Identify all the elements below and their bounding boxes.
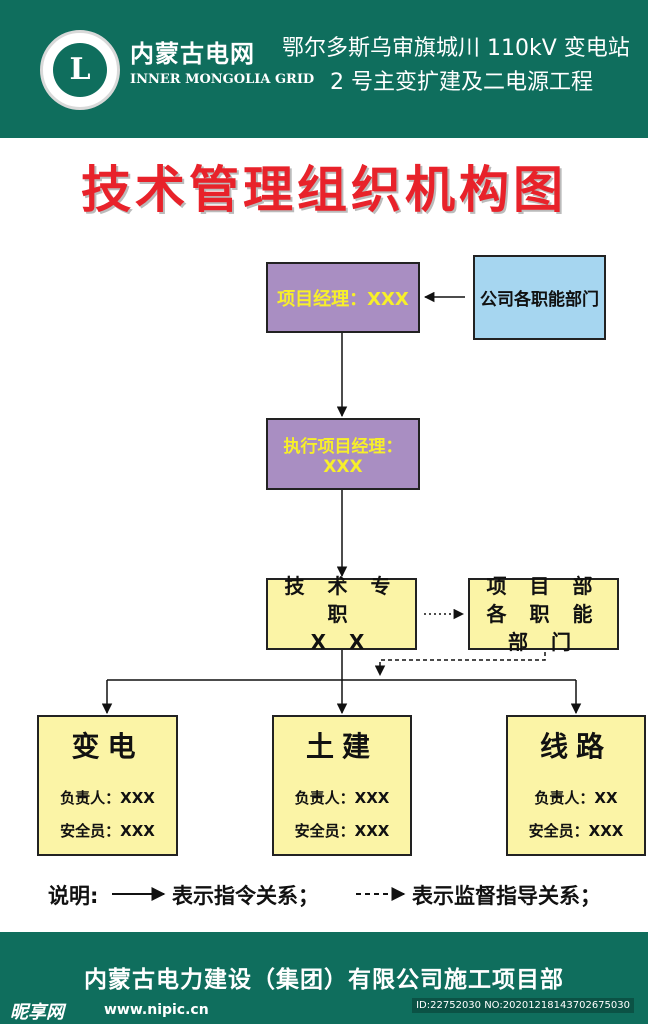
footer-company-name: 内蒙古电力建设（集团）有限公司施工项目部 [84, 967, 564, 993]
unit-safety-officer: 安全员：XXX [60, 821, 155, 840]
unit-responsible: 负责人：XXX [60, 788, 155, 807]
watermark-logo: 昵享网 [10, 1002, 64, 1023]
project-manager-box: 项目经理：XXX [266, 262, 420, 333]
legend-label: 说明: [48, 884, 99, 908]
dashed-supervision-line [374, 652, 546, 677]
org-name-cn: 内蒙古电网 [130, 40, 255, 68]
watermark-url: www.nipic.cn [104, 1002, 209, 1018]
project-manager-label: 项目经理：XXX [277, 288, 409, 310]
project-dept-title: 项 目 部 [486, 574, 601, 598]
tech-specialist-name: X X [310, 630, 373, 654]
org-name-en: INNER MONGOLIA GRID [130, 72, 315, 87]
unit-name: 线路 [539, 729, 612, 763]
project-title-line1: 鄂尔多斯乌审旗城川 110kV 变电站 [282, 36, 630, 61]
company-departments-box: 公司各职能部门 [473, 255, 606, 340]
header-banner: L 内蒙古电网 INNER MONGOLIA GRID 鄂尔多斯乌审旗城川 11… [0, 0, 648, 138]
tech-specialist-box: 技 术 专 职 X X [266, 574, 417, 654]
unit-name: 变电 [71, 729, 144, 763]
footer-banner: 内蒙古电力建设（集团）有限公司施工项目部 昵享网 www.nipic.cn ID… [0, 932, 648, 1024]
project-title-line2: 2 号主变扩建及二电源工程 [330, 70, 593, 95]
legend-solid-meaning: 表示指令关系； [172, 884, 319, 908]
unit-box-civil: 土建 负责人：XXX 安全员：XXX [272, 715, 412, 856]
project-dept-subtitle: 各 职 能 部 门 [486, 602, 601, 654]
watermark-id: ID:22752030 NO:20201218143702675030 [412, 998, 634, 1013]
grid-logo-icon: L [40, 30, 120, 110]
unit-box-substation: 变电 负责人：XXX 安全员：XXX [37, 715, 178, 856]
unit-responsible: 负责人：XXX [294, 788, 390, 807]
tech-specialist-title: 技 术 专 职 [284, 574, 399, 626]
project-dept-box: 项 目 部 各 职 能 部 门 [468, 574, 619, 654]
unit-responsible: 负责人：XX [534, 788, 618, 807]
unit-name: 土建 [305, 729, 378, 763]
unit-safety-officer: 安全员：XXX [294, 821, 390, 840]
executive-manager-box: 执行项目经理：XXX [266, 418, 420, 490]
logo-symbol: L [53, 43, 107, 97]
page-title: 技术管理组织机构图 [81, 161, 567, 219]
executive-manager-label: 执行项目经理：XXX [283, 436, 403, 477]
legend-dashed-meaning: 表示监督指导关系； [412, 884, 601, 908]
unit-box-line: 线路 负责人：XX 安全员：XXX [506, 715, 646, 856]
company-departments-label: 公司各职能部门 [480, 290, 599, 310]
unit-safety-officer: 安全员：XXX [528, 821, 624, 840]
legend: 说明: 表示指令关系； 表示监督指导关系； [48, 878, 648, 912]
